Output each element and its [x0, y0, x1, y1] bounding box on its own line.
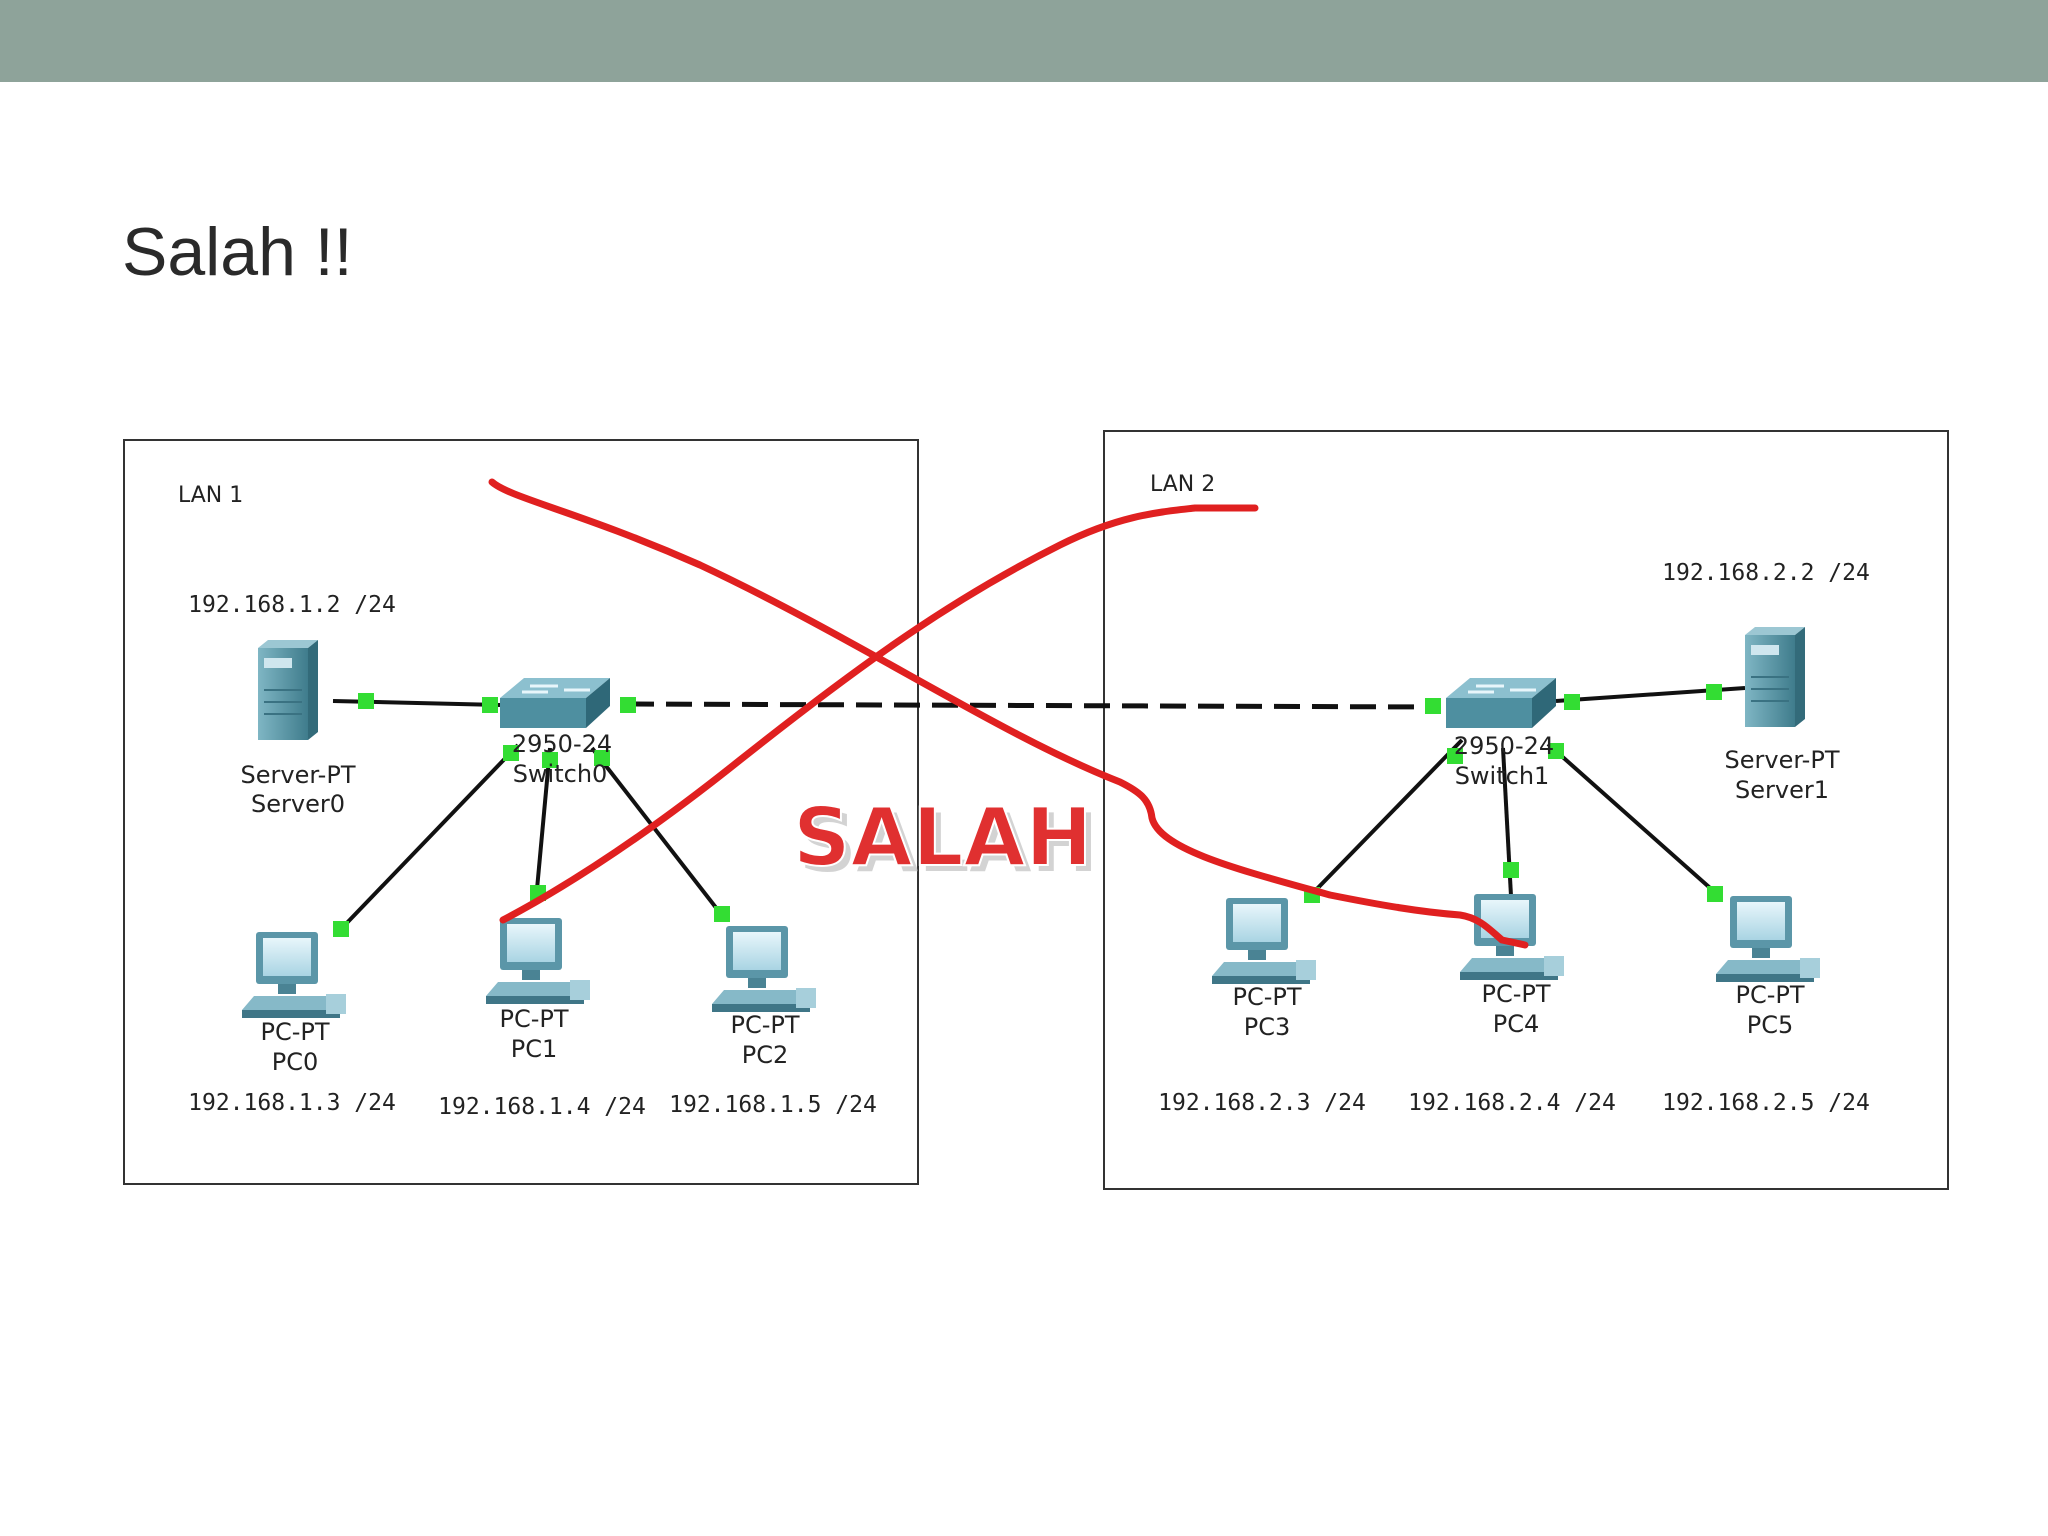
- port-indicator: [714, 906, 730, 922]
- pc0-name: PC0: [272, 1048, 319, 1076]
- link-switch1-pc3: [1308, 738, 1464, 898]
- port-indicator: [542, 752, 558, 768]
- port-indicator: [1447, 748, 1463, 764]
- server1-type: Server-PT: [1725, 746, 1840, 774]
- switch1-model: 2950-24: [1454, 732, 1554, 760]
- port-indicator: [1548, 743, 1564, 759]
- pc4-type: PC-PT: [1481, 980, 1550, 1008]
- port-indicator: [620, 697, 636, 713]
- port-indicator: [333, 921, 349, 937]
- slide-header-bar: [0, 0, 2048, 82]
- link-switch0-pc2: [590, 746, 726, 920]
- salah-stamp: SALAH: [793, 791, 1092, 884]
- server1-name: Server1: [1735, 776, 1829, 804]
- slide-title: Salah !!: [122, 214, 353, 290]
- server0-ip: 192.168.1.2 /24: [188, 592, 396, 618]
- port-indicator: [1503, 862, 1519, 878]
- link-switch0-pc1: [534, 747, 552, 901]
- pc3-type: PC-PT: [1232, 983, 1301, 1011]
- lan2-label: LAN 2: [1150, 472, 1215, 497]
- red-cross-stroke-1: [488, 478, 1529, 949]
- server1-icon: [1744, 626, 1806, 728]
- switch0-icon: [498, 676, 612, 730]
- red-cross-stroke-2: [499, 504, 1259, 924]
- pc5-type: PC-PT: [1735, 981, 1804, 1009]
- pc1-ip: 192.168.1.4 /24: [438, 1094, 646, 1120]
- port-indicator: [358, 693, 374, 709]
- pc4-icon: [1460, 894, 1564, 980]
- pc2-ip: 192.168.1.5 /24: [669, 1092, 877, 1118]
- port-indicator: [594, 750, 610, 766]
- pc3-icon: [1212, 898, 1316, 984]
- switch0-name: Switch0: [513, 760, 608, 788]
- pc5-ip: 192.168.2.5 /24: [1662, 1090, 1870, 1116]
- pc3-ip: 192.168.2.3 /24: [1158, 1090, 1366, 1116]
- switch0-model: 2950-24: [512, 730, 612, 758]
- link-switch0-switch1: [627, 701, 1434, 710]
- pc2-name: PC2: [742, 1041, 789, 1069]
- switch1-icon: [1444, 676, 1558, 730]
- server0-type: Server-PT: [241, 761, 356, 789]
- port-indicator: [1706, 684, 1722, 700]
- salah-stamp-shadow: SALAH: [799, 797, 1098, 890]
- pc0-ip: 192.168.1.3 /24: [188, 1090, 396, 1116]
- pc2-icon: [712, 926, 816, 1012]
- link-switch0-pc0: [340, 743, 520, 930]
- pc1-icon: [486, 918, 590, 1004]
- lan2-box: [1103, 430, 1949, 1190]
- pc5-name: PC5: [1747, 1011, 1794, 1039]
- pc4-ip: 192.168.2.4 /24: [1408, 1090, 1616, 1116]
- port-indicator: [1564, 694, 1580, 710]
- port-indicator: [1707, 886, 1723, 902]
- pc3-name: PC3: [1244, 1013, 1291, 1041]
- switch1-name: Switch1: [1455, 762, 1550, 790]
- lan1-label: LAN 1: [178, 483, 243, 508]
- server1-ip: 192.168.2.2 /24: [1662, 560, 1870, 586]
- link-switch1-pc5: [1546, 742, 1720, 897]
- pc1-type: PC-PT: [499, 1005, 568, 1033]
- port-indicator: [503, 745, 519, 761]
- pc4-name: PC4: [1493, 1010, 1540, 1038]
- pc2-type: PC-PT: [730, 1011, 799, 1039]
- port-indicator: [482, 697, 498, 713]
- server0-name: Server0: [251, 790, 345, 818]
- pc5-icon: [1716, 896, 1820, 982]
- pc1-name: PC1: [511, 1035, 558, 1063]
- pc0-icon: [242, 932, 346, 1018]
- lan1-box: [123, 439, 919, 1185]
- pc0-type: PC-PT: [260, 1018, 329, 1046]
- server0-icon: [257, 639, 319, 741]
- port-indicator: [1425, 698, 1441, 714]
